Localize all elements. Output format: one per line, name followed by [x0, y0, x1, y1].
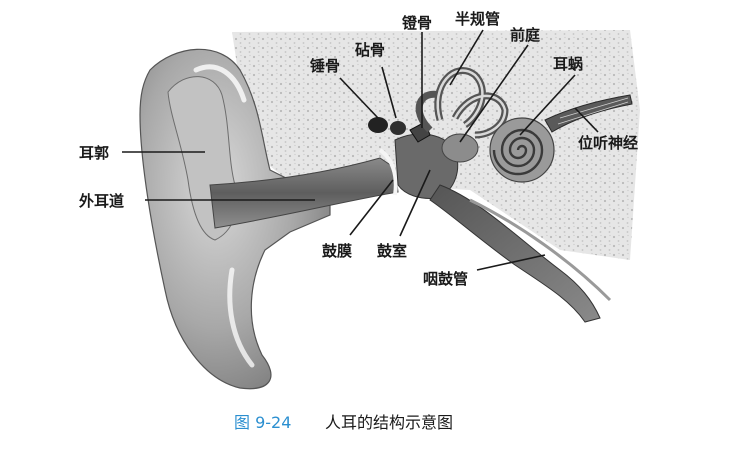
vestibule-shape: [441, 133, 479, 163]
leader-malleus: [339, 77, 379, 119]
nerve-shape: [544, 94, 633, 133]
label-stapes: 镫骨: [402, 14, 432, 32]
label-ear-canal: 外耳道: [78, 192, 124, 210]
leader-vestibule: [459, 44, 529, 143]
figure-title: 人耳的结构示意图: [325, 413, 453, 432]
auricle-rim: [193, 64, 247, 103]
leader-tympanic-membrane: [349, 179, 394, 236]
leader-nerve: [574, 107, 599, 133]
label-cochlea: 耳蜗: [553, 55, 583, 73]
leader-incus: [381, 66, 397, 119]
incus-shape: [390, 121, 406, 135]
eustachian-tube-shape: [429, 184, 601, 323]
label-malleus: 锤骨: [310, 57, 340, 75]
figure-number: 图 9-24: [234, 413, 291, 432]
label-tympanic-membrane: 鼓膜: [322, 242, 352, 260]
label-vestibule: 前庭: [510, 26, 541, 44]
tympanic-membrane-shape: [378, 148, 398, 196]
leader-cochlea: [519, 74, 576, 136]
leader-tympanic-cavity: [399, 169, 431, 237]
lobule-highlight: [227, 267, 255, 368]
label-semicircular: 半规管: [455, 10, 500, 28]
label-incus: 砧骨: [355, 41, 385, 59]
label-nerve: 位听神经: [578, 134, 638, 152]
label-tympanic-cavity: 鼓室: [377, 242, 407, 260]
cochlea-shape: [489, 117, 555, 183]
label-auricle: 耳郭: [79, 144, 109, 162]
leader-eustachian: [476, 254, 546, 271]
leader-semicircular: [449, 29, 484, 86]
tube-wall: [469, 198, 612, 302]
malleus-shape: [368, 117, 388, 133]
label-eustachian: 咽鼓管: [423, 270, 468, 288]
